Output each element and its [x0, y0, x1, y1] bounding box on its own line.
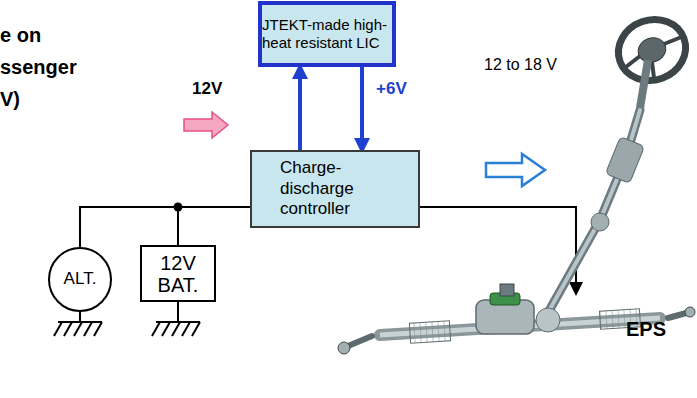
voltage-label: +6V [376, 79, 407, 99]
node-text: Charge- discharge controller [280, 158, 390, 219]
node-text: JTEKT-made high-heat resistant LIC [262, 16, 392, 52]
arrow-head [569, 282, 583, 296]
annotation-label: 12V [192, 79, 222, 99]
component-box: JTEKT-made high-heat resistant LIC [258, 1, 396, 67]
wire [178, 207, 250, 245]
alternator-circle: ALT. [48, 247, 112, 312]
node-text: 12V BAT. [148, 252, 208, 296]
wire [80, 207, 250, 247]
heading-fragment: ssenger [0, 56, 77, 79]
annotation-label: 12 to 18 V [484, 56, 557, 74]
output-wire [420, 207, 576, 286]
component-box: Charge- discharge controller [250, 150, 420, 228]
power-flow-arrow [360, 67, 364, 150]
heading-fragment: e on [0, 24, 41, 47]
heading-fragment: V) [0, 88, 20, 111]
component-box: 12V BAT. [140, 245, 216, 302]
power-arrow [184, 112, 228, 138]
node-text: ALT. [64, 270, 97, 289]
power-arrow [486, 154, 545, 186]
power-flow-arrow [298, 67, 302, 150]
annotation-label: EPS [626, 318, 666, 341]
